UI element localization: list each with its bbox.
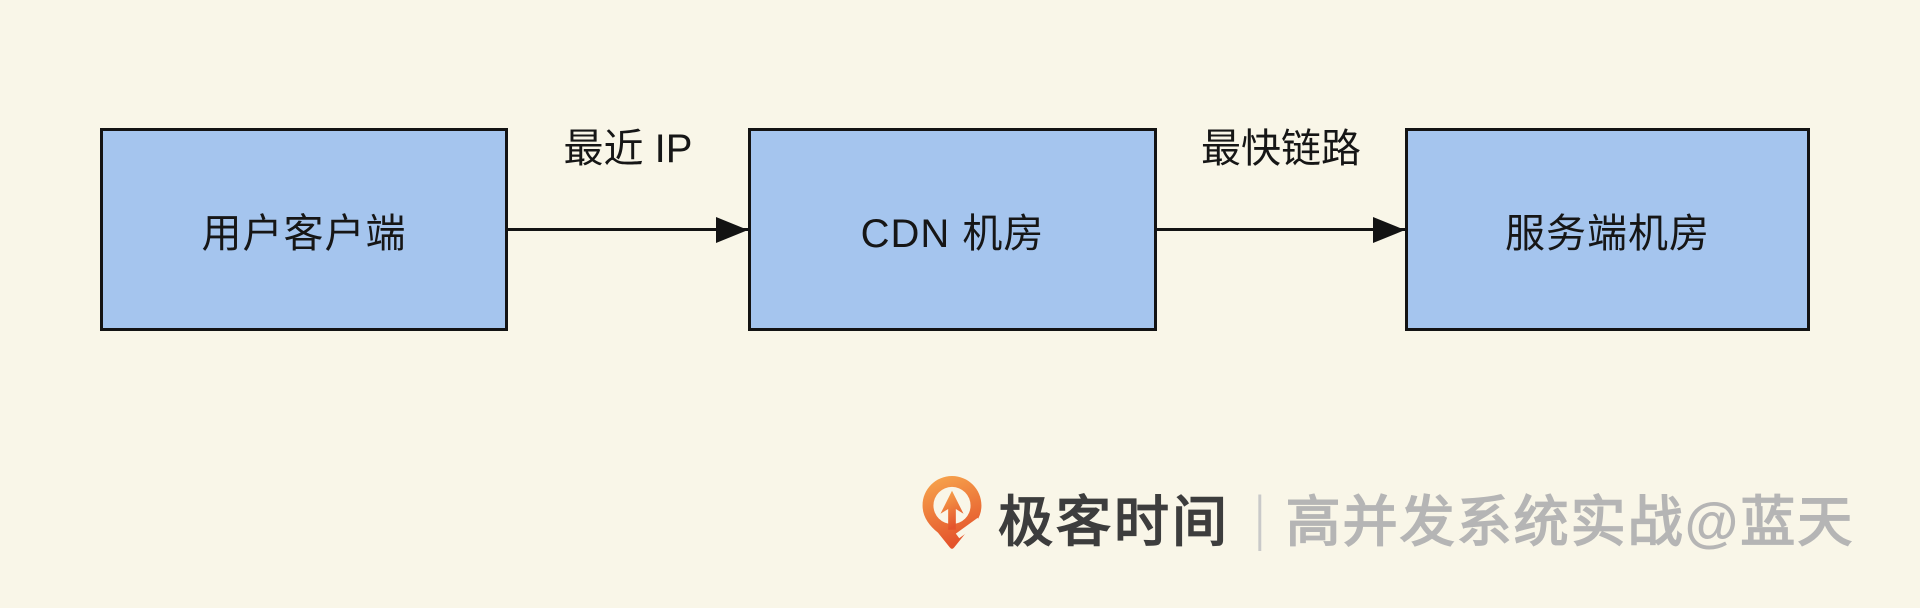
watermark-brand: 极客时间 (998, 491, 1231, 553)
geektime-logo-icon (922, 476, 982, 549)
edge-label-fastest-link: 最快链路 (1201, 127, 1361, 171)
edge-label-nearest-ip: 最近 IP (563, 127, 693, 171)
node-server-room-label: 服务端机房 (1505, 211, 1710, 256)
arrowhead-icon (1373, 216, 1405, 243)
edge-cdn-to-server (1157, 216, 1405, 243)
node-server-room: 服务端机房 (1405, 128, 1810, 331)
node-cdn-room-label: CDN 机房 (860, 211, 1045, 256)
node-user-client-label: 用户客户端 (201, 211, 407, 256)
watermark-divider: | (1255, 483, 1265, 551)
arrowhead-icon (716, 216, 748, 243)
node-user-client: 用户客户端 (100, 128, 508, 331)
watermark-byline: 高并发系统实战@蓝天 (1285, 491, 1855, 553)
edge-user-to-cdn (508, 216, 748, 243)
watermark: 极客时间 | 高并发系统实战@蓝天 (920, 471, 1854, 563)
node-cdn-room: CDN 机房 (748, 128, 1157, 331)
